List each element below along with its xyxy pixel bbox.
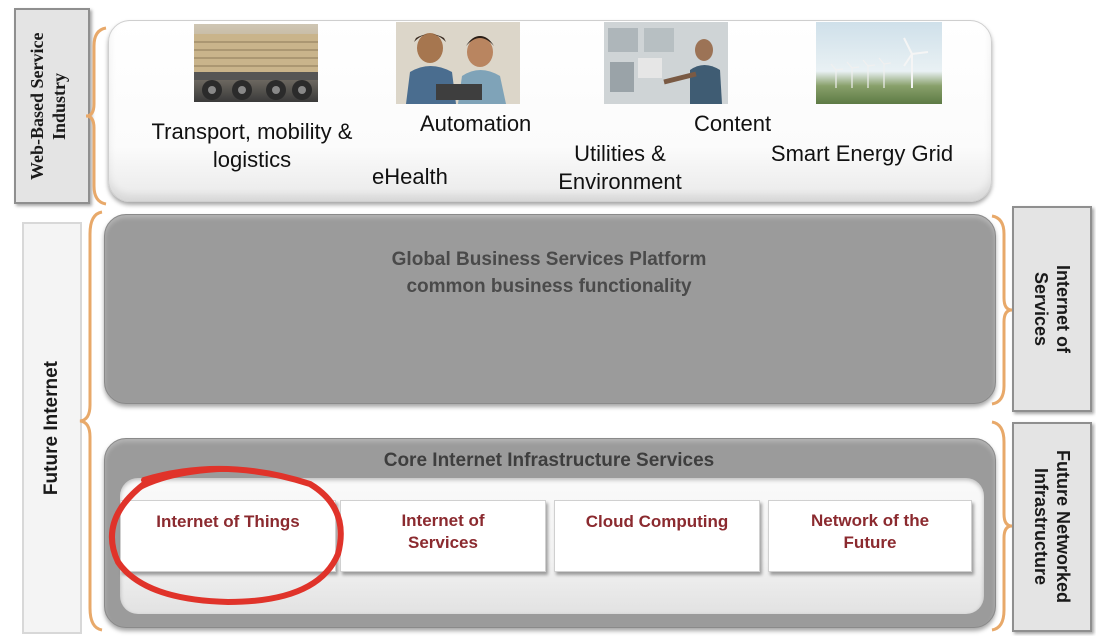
industry-ehealth: eHealth xyxy=(372,164,448,189)
internet-of-services-side-label: Internet of Services xyxy=(1031,265,1073,353)
global-business-services-platform-panel xyxy=(104,214,996,404)
left-brace-top xyxy=(85,26,107,206)
platform-subtitle: common business functionality xyxy=(406,276,692,297)
industry-smart-energy-grid: Smart Energy Grid xyxy=(770,141,954,166)
service-internet-of-services: Internet of Services xyxy=(340,500,546,572)
industry-transport: Transport, mobility & logistics xyxy=(151,119,353,172)
right-brace-bottom xyxy=(991,420,1013,632)
service-cloud-computing: Cloud Computing xyxy=(554,500,760,572)
transport-truck-photo xyxy=(194,24,318,102)
internet-of-services-label-box: Internet of Services xyxy=(1012,206,1092,412)
automation-people-photo xyxy=(396,22,520,104)
utilities-environment-photo xyxy=(604,22,728,104)
future-networked-infrastructure-label: Future Networked Infrastructure xyxy=(1031,450,1073,604)
highlight-circle xyxy=(108,465,344,606)
platform-title: Global Business Services Platform xyxy=(391,249,707,270)
future-internet-label-box: Future Internet xyxy=(22,222,82,634)
future-internet-label: Future Internet xyxy=(41,360,62,496)
industry-content: Content xyxy=(694,111,772,136)
service-internet-of-things: Internet of Things xyxy=(120,500,336,572)
industry-automation: Automation xyxy=(420,111,532,136)
platform-text: Global Business Services Platform common… xyxy=(104,246,994,300)
smart-energy-wind-photo xyxy=(816,22,942,104)
service-network-of-the-future: Network of the Future xyxy=(768,500,972,572)
core-infrastructure-title: Core Internet Infrastructure Services xyxy=(383,450,715,471)
left-brace-bottom xyxy=(79,210,103,632)
right-brace-top xyxy=(991,214,1013,406)
web-based-service-industry-label: Web-Based Service Industry xyxy=(27,32,69,180)
future-networked-infrastructure-label-box: Future Networked Infrastructure xyxy=(1012,422,1092,632)
industry-utilities-environment: Utilities & Environment xyxy=(558,141,682,194)
web-based-service-industry-label-box: Web-Based Service Industry xyxy=(14,8,90,204)
